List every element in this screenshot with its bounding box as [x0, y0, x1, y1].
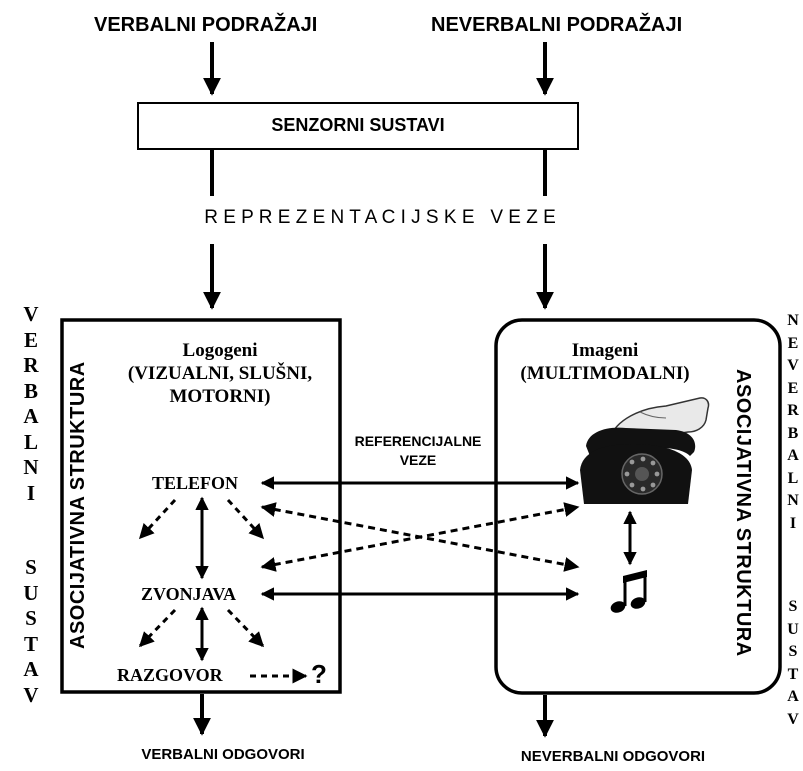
- side-letter: L: [23, 429, 38, 454]
- side-letter: T: [23, 631, 38, 656]
- side-letter: V: [23, 682, 39, 707]
- referential-line: VEZE: [399, 452, 437, 468]
- side-letter: R: [787, 402, 799, 419]
- logogen-title-line: MOTORNI): [169, 386, 271, 407]
- sensory-systems-label: SENZORNI SUSTAVI: [271, 115, 445, 135]
- assoc-zvonjava-left: [138, 608, 177, 648]
- side-letter: N: [23, 455, 39, 479]
- side-letter: S: [788, 643, 798, 660]
- imagen-associative-structure-label: ASOCIJATIVNA STRUKTURA: [732, 369, 754, 657]
- side-letter: V: [787, 357, 799, 374]
- side-letter: A: [787, 688, 799, 705]
- word-telefon: TELEFON: [152, 473, 239, 493]
- side-letter: R: [23, 353, 39, 377]
- verbal-output-label: VERBALNI ODGOVORI: [141, 746, 305, 763]
- side-letter: E: [787, 379, 799, 397]
- word-razgovor: RAZGOVOR: [117, 665, 223, 685]
- verbal-stimuli-label: VERBALNI PODRAŽAJI: [94, 14, 318, 36]
- word-zvonjava: ZVONJAVA: [141, 584, 237, 604]
- imagen-title-line: (MULTIMODALNI): [520, 363, 690, 384]
- side-letter: V: [787, 710, 799, 728]
- assoc-telefon-left: [138, 498, 177, 540]
- side-letter: S: [25, 606, 37, 630]
- side-letter: N: [787, 492, 799, 509]
- referential-connections-label: REFERENCIJALNE VEZE: [338, 432, 498, 470]
- side-letter: U: [787, 620, 799, 638]
- verbal-system-side-label-bottom: S U S T A V: [20, 555, 42, 708]
- imagen-title-line: Imageni: [571, 340, 639, 361]
- side-letter: L: [787, 469, 799, 487]
- assoc-zvonjava-right: [226, 608, 265, 648]
- side-letter: A: [23, 657, 39, 681]
- side-letter: E: [23, 327, 38, 352]
- nonverbal-system-side-label-top: N E V E R B A L N I: [784, 310, 802, 535]
- referential-line: REFERENCIJALNE: [354, 433, 482, 449]
- imagen-title: Imageni (MULTIMODALNI): [497, 339, 713, 385]
- nonverbal-output-label: NEVERBALNI ODGOVORI: [520, 748, 706, 765]
- side-letter: U: [23, 580, 39, 605]
- nonverbal-stimuli-label: NEVERBALNI PODRAŽAJI: [431, 14, 683, 36]
- side-letter: S: [788, 598, 798, 615]
- verbal-system-side-label-top: V E R B A L N I: [20, 302, 42, 506]
- sensory-systems-box: [137, 102, 579, 150]
- side-letter: I: [26, 480, 36, 505]
- side-letter: A: [23, 404, 39, 428]
- side-letter: T: [787, 665, 799, 683]
- side-letter: I: [789, 514, 797, 532]
- side-letter: B: [787, 424, 799, 442]
- logogen-title-line: Logogeni: [182, 340, 258, 361]
- nonverbal-system-side-label-bottom: S U S T A V: [784, 596, 802, 731]
- side-letter: E: [787, 334, 799, 352]
- side-letter: B: [23, 378, 38, 403]
- assoc-telefon-right: [226, 498, 265, 540]
- side-letter: V: [23, 302, 39, 326]
- question-mark: ?: [311, 659, 327, 689]
- logogen-title-line: (VIZUALNI, SLUŠNI,: [127, 363, 313, 384]
- side-letter: N: [787, 312, 799, 329]
- logogen-associative-structure-label: ASOCIJATIVNA STRUKTURA: [67, 361, 89, 649]
- ref-cross-2: [260, 502, 580, 572]
- side-letter: A: [787, 447, 799, 464]
- representational-connections-label: R E P R E Z E N T A C I J S K E V E Z E: [204, 207, 556, 228]
- logogen-title: Logogeni (VIZUALNI, SLUŠNI, MOTORNI): [100, 339, 340, 408]
- music-note-icon: [610, 570, 647, 613]
- telephone-icon: [580, 397, 710, 504]
- side-letter: S: [25, 555, 37, 579]
